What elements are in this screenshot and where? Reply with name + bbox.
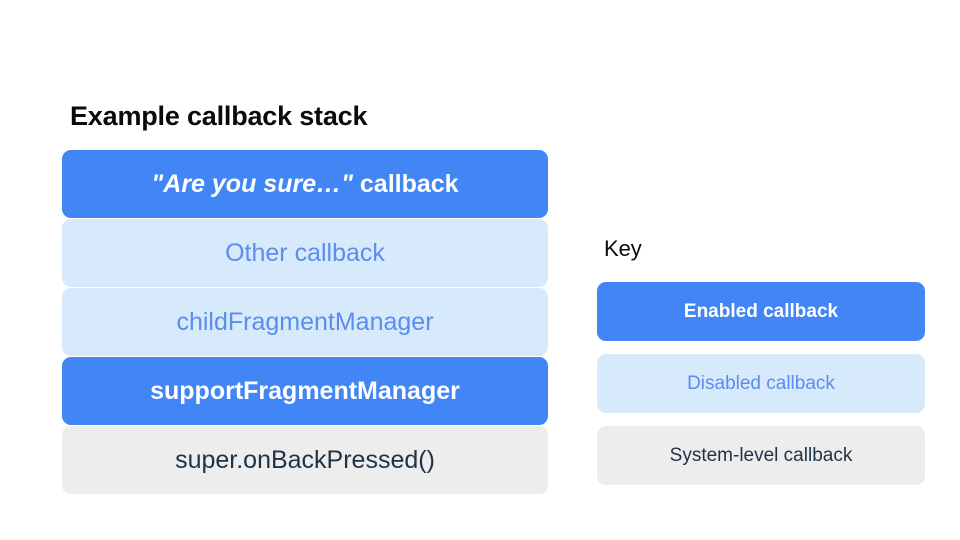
example-callback-stack-panel: Example callback stack "Are you sure…" c…	[62, 100, 548, 494]
stack-row-label: "Are you sure…" callback	[151, 169, 458, 199]
key-panel-title: Key	[604, 236, 642, 261]
stack-row-child-fragment-manager[interactable]: childFragmentManager	[62, 288, 548, 356]
key-legend-list: Enabled callback Disabled callback Syste…	[597, 282, 925, 485]
key-row-label: Disabled callback	[687, 372, 835, 394]
callback-stack-list: "Are you sure…" callback Other callback …	[62, 150, 548, 494]
stack-row-are-you-sure-callback[interactable]: "Are you sure…" callback	[62, 150, 548, 218]
stack-row-label-plain: callback	[352, 170, 459, 198]
stack-row-label: super.onBackPressed()	[175, 446, 435, 474]
key-legend-panel: Key Enabled callback Disabled callback S…	[597, 236, 925, 485]
stack-row-other-callback[interactable]: Other callback	[62, 219, 548, 287]
stack-row-label: supportFragmentManager	[150, 377, 460, 405]
stack-row-super-on-back-pressed[interactable]: super.onBackPressed()	[62, 426, 548, 494]
stack-row-support-fragment-manager[interactable]: supportFragmentManager	[62, 357, 548, 425]
key-row-disabled-callback: Disabled callback	[597, 354, 925, 413]
stack-row-label: Other callback	[225, 239, 385, 267]
key-row-label: System-level callback	[669, 444, 853, 466]
key-row-label: Enabled callback	[683, 300, 839, 322]
stack-row-label: childFragmentManager	[176, 308, 434, 336]
key-row-system-level-callback: System-level callback	[597, 426, 925, 485]
key-row-enabled-callback: Enabled callback	[597, 282, 925, 341]
stack-row-label-quoted: "Are you sure…"	[151, 170, 353, 198]
stack-panel-title: Example callback stack	[70, 101, 368, 131]
